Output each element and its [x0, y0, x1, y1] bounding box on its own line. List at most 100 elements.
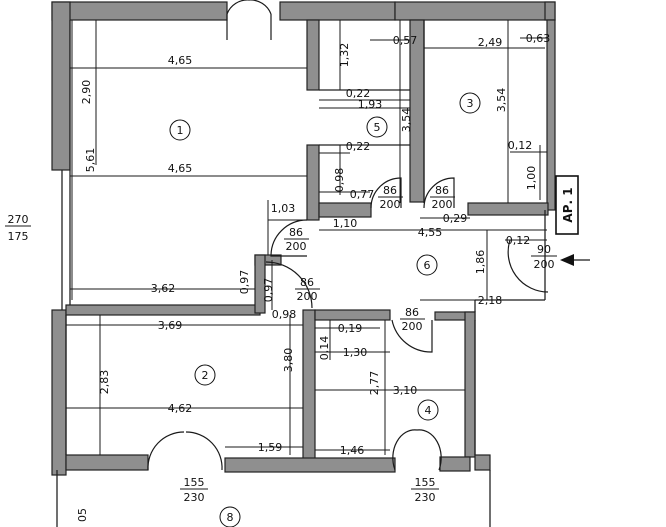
door-d2-w: 86 — [435, 184, 449, 197]
door-d8-w: 155 — [184, 476, 205, 489]
apartment-label-text: АР. 1 — [561, 187, 575, 222]
door-d3-w: 86 — [289, 226, 303, 239]
dim-r5-d: 0,22 — [346, 140, 371, 153]
dim-r6-b: 4,55 — [418, 226, 443, 239]
door-d5-w: 86 — [405, 306, 419, 319]
dim-r1-wall-c: 0,98 — [272, 308, 297, 321]
door-d7-w: 90 — [537, 243, 551, 256]
dim-r5-a: 0,57 — [393, 34, 418, 47]
dim-r1-bottom: 3,62 — [151, 282, 176, 295]
wall-r2-r4 — [302, 309, 316, 461]
dim-r4-f: 1,46 — [340, 444, 365, 457]
wall-r1-r5-lower — [306, 144, 320, 221]
dim-r1-wall-a: 0,97 — [238, 270, 251, 295]
dim-r2-right: 3,80 — [282, 348, 295, 373]
dim-r1-top: 4,65 — [168, 54, 193, 67]
dim-r6-a: 0,29 — [443, 212, 468, 225]
dim-r3-top: 2,49 — [478, 36, 503, 49]
dim-r5-c: 1,93 — [358, 98, 383, 111]
dim-r2-left: 2,83 — [98, 370, 111, 395]
room-number-4: 4 — [425, 404, 432, 417]
entrance-size: 270 175 — [5, 213, 31, 243]
wall-right-top — [544, 1, 556, 21]
door-d4-w: 86 — [300, 276, 314, 289]
door-r1-arc — [270, 219, 308, 257]
dim-r5-top: 1,32 — [338, 43, 351, 68]
entrance-arrowhead — [560, 254, 574, 266]
door-d9-w: 155 — [415, 476, 436, 489]
dim-r3-right-top: 0,63 — [526, 32, 551, 45]
door-d5-h: 200 — [402, 320, 423, 333]
room-number-8: 8 — [227, 511, 234, 524]
dim-r6-c: 0,12 — [506, 234, 531, 247]
wall-top-mid — [279, 1, 396, 21]
door-entrance-arc — [507, 239, 549, 293]
dim-r3-a: 0,12 — [508, 139, 533, 152]
door-r4-bottom-arc — [392, 429, 418, 471]
walls — [51, 1, 556, 476]
entrance-label-top: 270 — [8, 213, 29, 226]
dim-r1-wall-b: 0,97 — [262, 278, 275, 303]
dimension-labels: 4,65 4,65 2,90 5,61 3,62 1,03 0,97 0,97 … — [76, 32, 550, 522]
dim-r5-e: 0,98 — [333, 168, 346, 193]
dim-r5-right: 3,54 — [400, 108, 413, 133]
room-numbers: 1 2 3 4 5 6 8 — [169, 92, 481, 527]
entrance-label-bottom: 175 — [8, 230, 29, 243]
door-d3-h: 200 — [286, 240, 307, 253]
door-r1-lower-arc — [265, 261, 313, 309]
room-number-5: 5 — [374, 121, 381, 134]
dimension-lines — [66, 20, 547, 455]
door-r5-arc — [370, 177, 402, 209]
dim-r4-d: 2,77 — [368, 371, 381, 396]
wall-r4-right — [464, 311, 476, 458]
dim-r3-right: 3,54 — [495, 88, 508, 113]
wall-r3-bottom — [467, 202, 549, 216]
dim-r2-bottom: 1,59 — [258, 441, 283, 454]
dim-r4-e: 3,10 — [393, 384, 418, 397]
wall-r2-bottom-left — [65, 454, 149, 471]
door-d7-h: 200 — [534, 258, 555, 271]
room-number-2: 2 — [202, 369, 209, 382]
door-top-arc — [226, 0, 249, 15]
door-r3-arc — [423, 177, 455, 209]
wall-left — [51, 1, 71, 171]
dim-r4-c: 1,30 — [343, 346, 368, 359]
dim-r5-b: 0,22 — [346, 87, 371, 100]
door-d8-h: 230 — [184, 491, 205, 504]
door-r4-arc — [391, 319, 433, 353]
door-d9-h: 230 — [415, 491, 436, 504]
wall-r4-top — [314, 309, 391, 321]
dim-r1-step: 1,03 — [271, 202, 296, 215]
dim-r3-b: 1,00 — [525, 166, 538, 191]
wall-r1-r5 — [306, 19, 320, 91]
apartment-label: АР. 1 — [555, 175, 579, 235]
wall-r2-bottom-mid — [224, 457, 396, 473]
wall-r4-right-lower — [474, 454, 491, 471]
wall-r5-bottom — [318, 202, 372, 218]
dim-r5-f: 0,77 — [350, 188, 375, 201]
dim-r6-d: 1,86 — [474, 250, 487, 275]
wall-right — [546, 19, 556, 211]
dim-r2-top: 3,69 — [158, 319, 183, 332]
dim-r2-mid: 4,62 — [168, 402, 193, 415]
wall-left-lower — [51, 309, 67, 476]
dim-r1-left-upper: 2,90 — [80, 80, 93, 105]
door-labels: 86 200 86 200 86 200 86 200 86 200 90 20… — [180, 184, 557, 504]
door-d2-h: 200 — [432, 198, 453, 211]
door-d1-w: 86 — [383, 184, 397, 197]
dim-r6-e: 2,18 — [478, 294, 503, 307]
door-r2-bottom-arc — [147, 431, 185, 471]
dim-r5-g: 1,10 — [333, 217, 358, 230]
wall-stub-v — [254, 254, 266, 314]
room-number-6: 6 — [424, 259, 431, 272]
wall-r4-bottom-right — [439, 456, 471, 472]
wall-top-left — [51, 1, 228, 21]
dim-r1-left: 5,61 — [84, 148, 97, 173]
room-number-1: 1 — [177, 124, 184, 137]
dim-r1-mid: 4,65 — [168, 162, 193, 175]
wall-top-right — [394, 1, 556, 21]
dim-r8-left: 05 — [76, 508, 89, 522]
wall-r1-bottom — [65, 304, 261, 316]
dim-r4-b: 0,14 — [318, 336, 331, 361]
